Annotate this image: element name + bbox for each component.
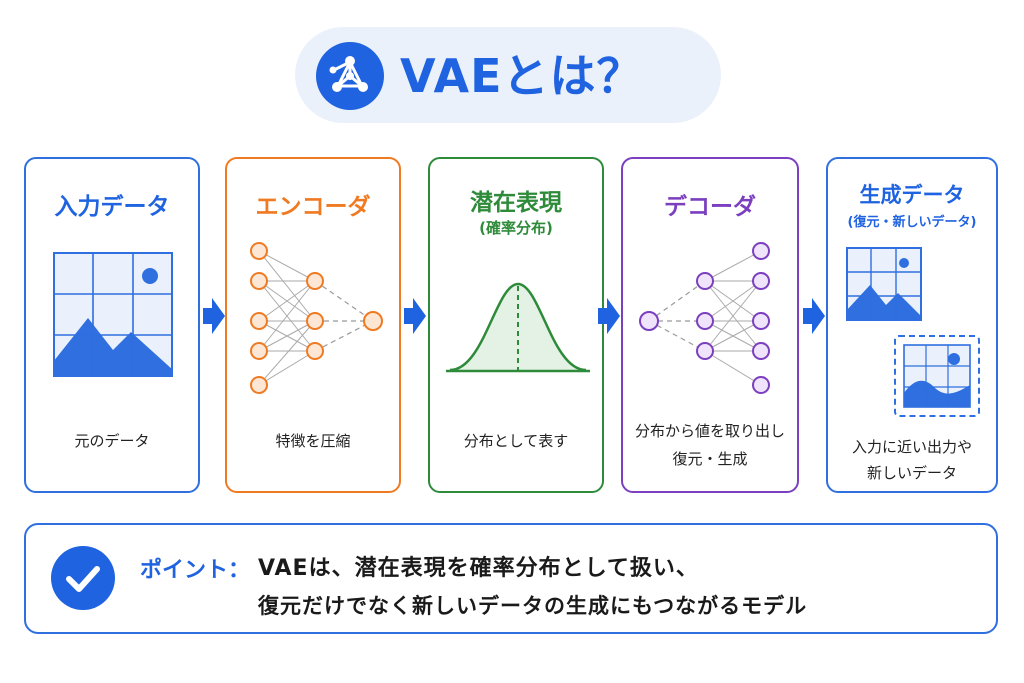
stage-card-decoder: デコーダ 分布から値を取り出し 復元・生成 [621, 157, 799, 493]
stage-caption: 特徴を圧縮 [275, 432, 351, 450]
key-point-line1: VAEは、潜在表現を確率分布として扱い、 [258, 556, 699, 581]
stage-caption-line2: 新しいデータ [866, 464, 957, 482]
network-icon [316, 42, 384, 110]
stage-title: 入力データ [54, 194, 170, 220]
bell-curve-icon [444, 274, 592, 378]
decoder-network-icon [637, 239, 787, 403]
stage-caption: 元のデータ [74, 432, 150, 450]
stage-title: エンコーダ [255, 194, 371, 220]
stage-subtitle: (復元・新しいデータ) [847, 215, 977, 230]
stage-caption-line1: 分布から値を取り出し [634, 422, 785, 440]
stage-caption: 分布として表す [463, 432, 569, 450]
check-icon [51, 546, 115, 610]
arrow-right-icon [203, 298, 225, 334]
stage-card-output: 生成データ (復元・新しいデータ) 入力に近い出力や 新しいデータ [826, 157, 998, 493]
encoder-network-icon [245, 239, 385, 403]
stage-card-input: 入力データ 元のデータ [24, 157, 200, 493]
key-point-line2: 復元だけでなく新しいデータの生成にもつながるモデル [258, 594, 808, 618]
key-point-box [24, 523, 998, 634]
arrow-right-icon [598, 298, 620, 334]
stage-caption-line1: 入力に近い出力や [851, 438, 972, 456]
stage-caption-line2: 復元・生成 [672, 450, 748, 468]
stage-title: 生成データ [859, 183, 965, 207]
generated-image-icon [894, 335, 980, 421]
stage-card-encoder: エンコーダ 特徴を圧縮 [225, 157, 401, 493]
key-point-label: ポイント： [140, 558, 251, 583]
arrow-right-icon [404, 298, 426, 334]
page-title: VAEとは？ [400, 49, 644, 103]
arrow-right-icon [803, 298, 825, 334]
stage-title: 潜在表現 [470, 190, 562, 216]
stage-title: デコーダ [664, 194, 756, 220]
image-grid-icon [53, 252, 173, 381]
stage-card-latent: 潜在表現 (確率分布) 分布として表す [428, 157, 604, 493]
reconstructed-image-icon [846, 247, 922, 325]
stage-subtitle: (確率分布) [479, 219, 553, 237]
